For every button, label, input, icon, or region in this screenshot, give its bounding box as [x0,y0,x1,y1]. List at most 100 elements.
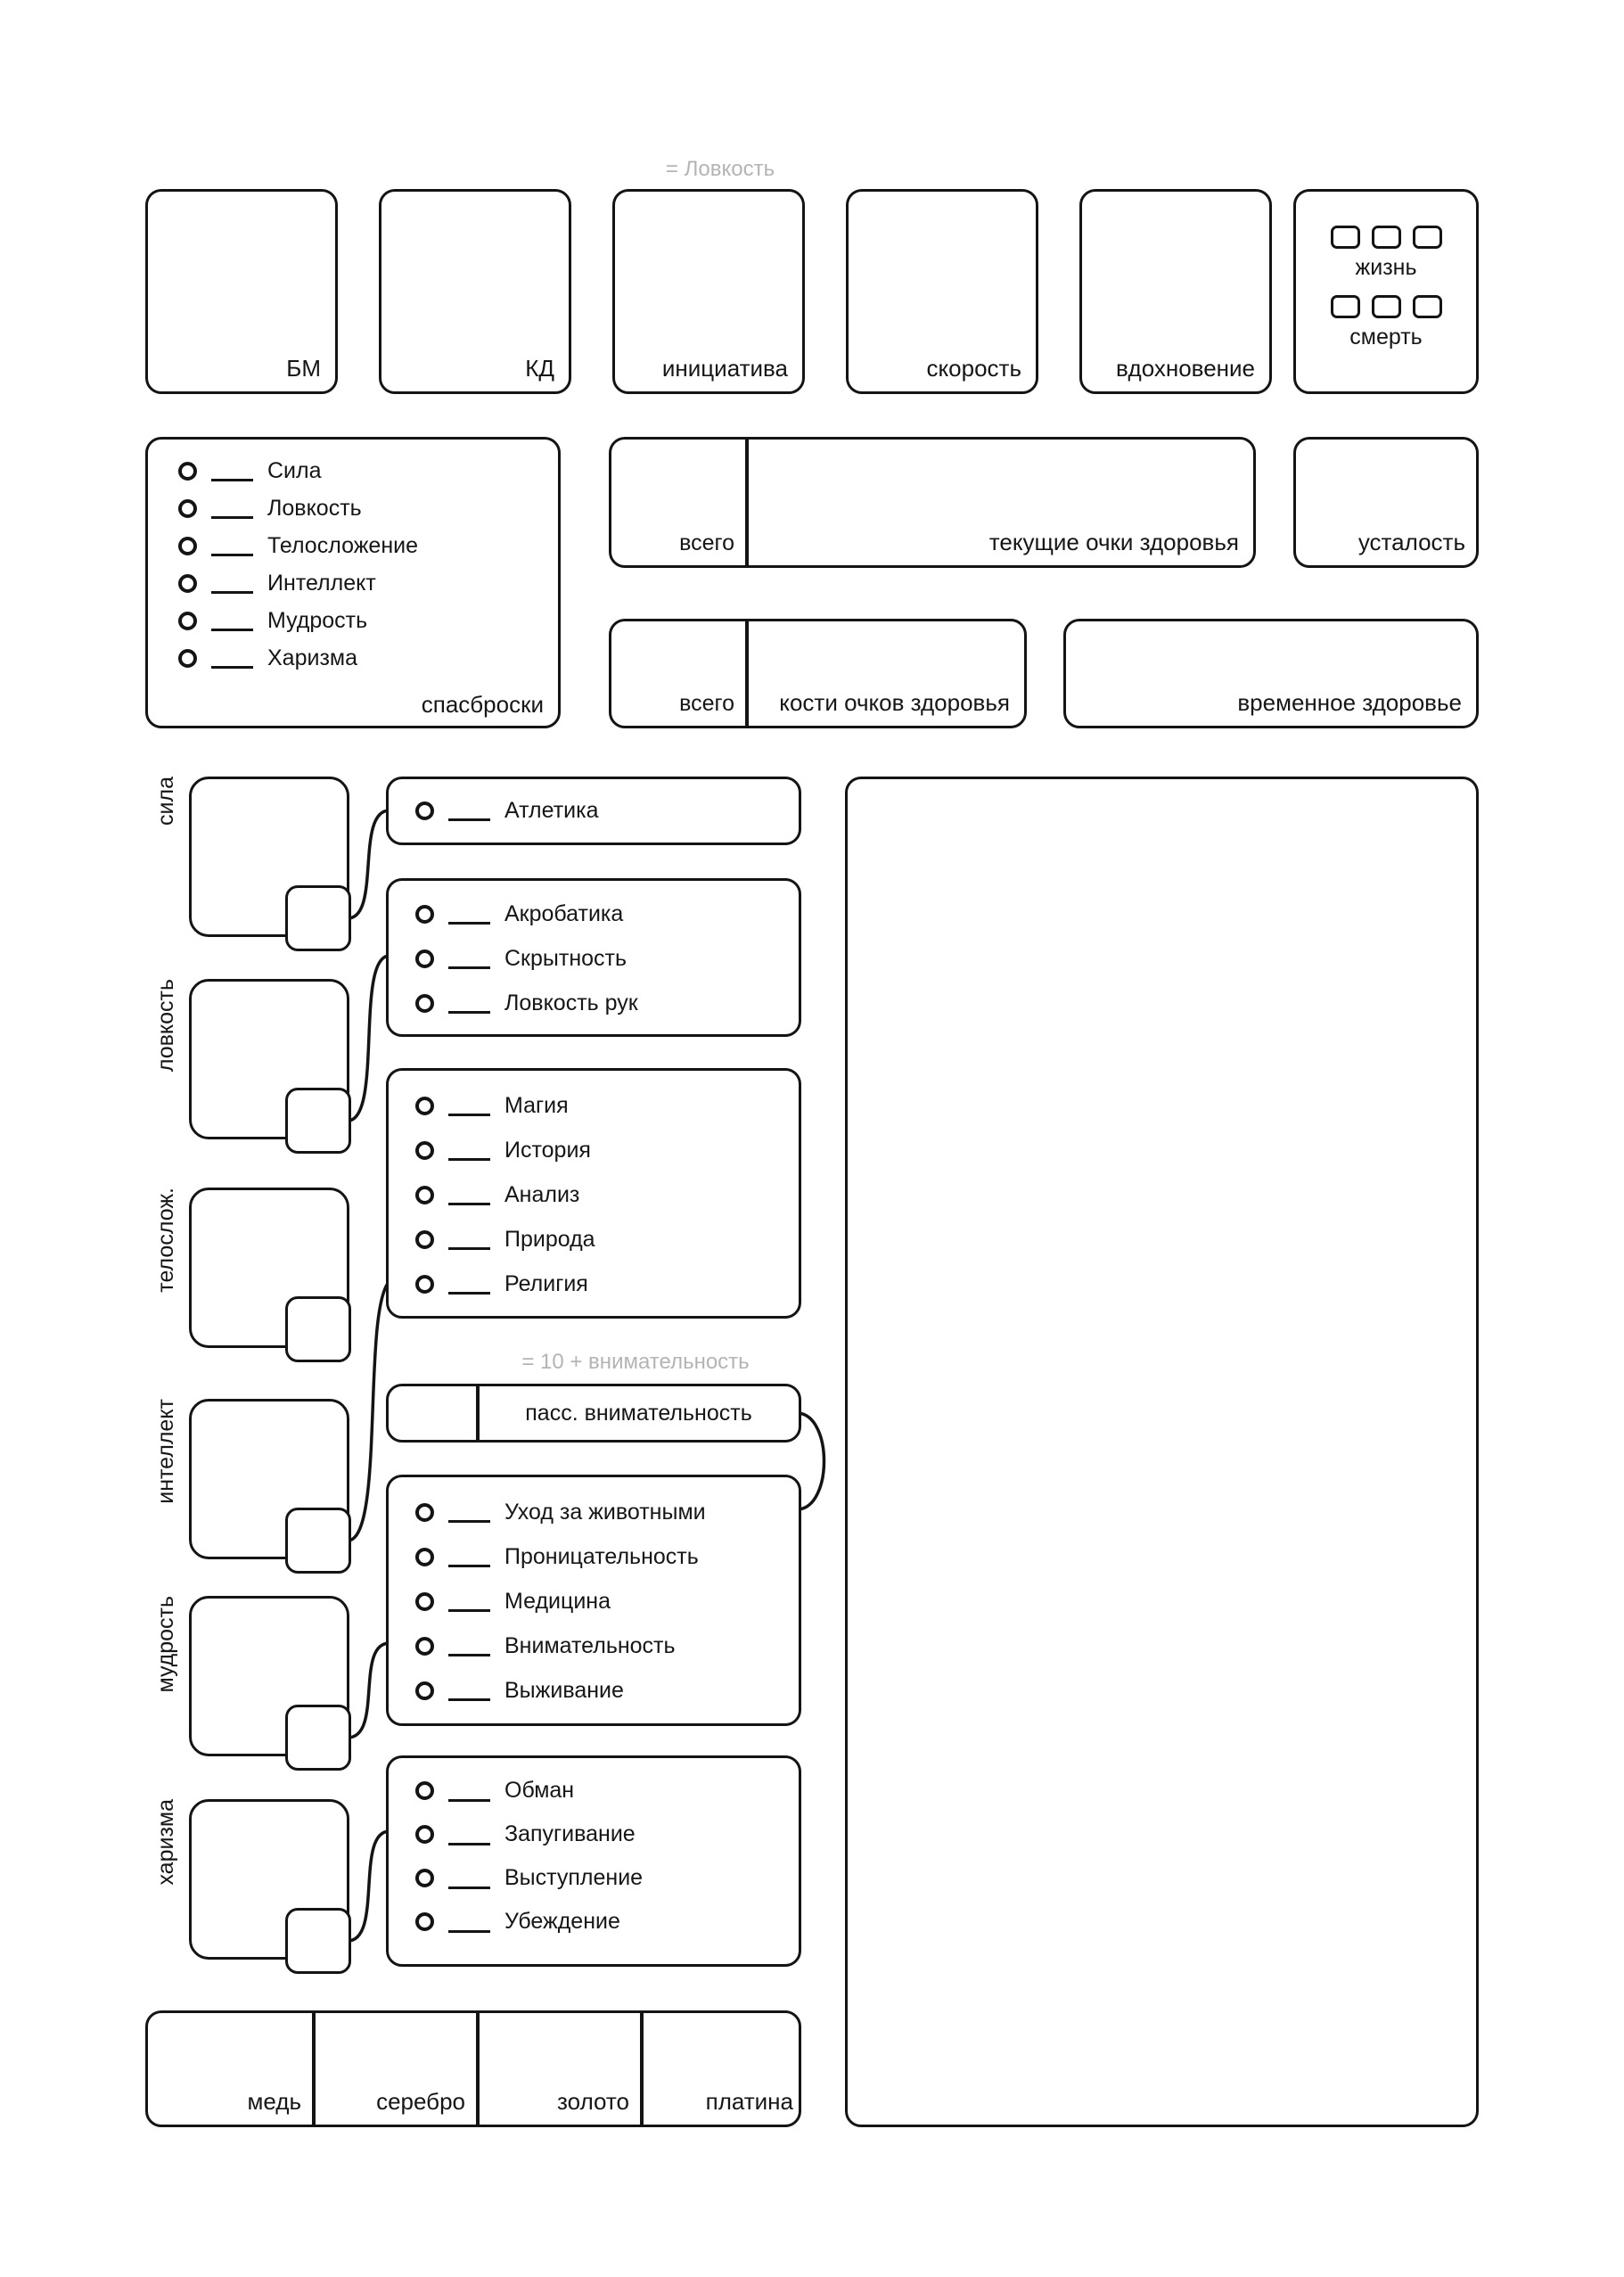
skill-label: Внимательность [504,1632,676,1658]
modifier-blank[interactable] [211,647,253,669]
proficiency-ring[interactable] [415,949,434,968]
modifier-blank[interactable] [448,1273,490,1295]
exhaustion-label: усталость [1357,529,1465,555]
inspiration-box[interactable]: вдохновение [1079,189,1272,394]
initiative-box[interactable]: инициатива [612,189,805,394]
saving-throw-row: Мудрость [148,602,558,639]
modifier-blank[interactable] [448,1184,490,1205]
proficiency-ring[interactable] [415,1825,434,1844]
proficiency-ring[interactable] [415,1781,434,1800]
wisdom-vertical-label: мудрость [153,1596,178,1693]
proficiency-ring[interactable] [415,993,434,1013]
proficiency-ring[interactable] [415,1229,434,1249]
proficiency-ring[interactable] [178,573,197,593]
proficiency-ring[interactable] [415,801,434,820]
proficiency-ring[interactable] [178,498,197,518]
saving-throws-box: Сила Ловкость Телосложение Интеллект Муд [145,437,561,728]
copper-label: медь [247,2088,301,2115]
proficiency-ring[interactable] [415,1681,434,1700]
proficiency-bonus-box[interactable]: БМ [145,189,338,394]
current-hp-box[interactable]: всего текущие очки здоровья [609,437,1256,568]
skill-label: Проницательность [504,1543,699,1569]
proficiency-ring[interactable] [178,648,197,668]
initiative-label: инициатива [661,355,788,382]
modifier-blank[interactable] [448,1501,490,1523]
death-save-checkbox[interactable] [1330,294,1360,318]
skill-label: Магия [504,1092,569,1118]
proficiency-ring[interactable] [415,1869,434,1887]
modifier-blank[interactable] [448,1680,490,1701]
death-saves-box: жизнь смерть [1293,189,1479,394]
modifier-blank[interactable] [448,1591,490,1612]
life-save-checkbox[interactable] [1371,225,1401,249]
charisma-modifier-box[interactable] [285,1908,351,1974]
connector-charisma [346,1829,391,1943]
modifier-blank[interactable] [448,1139,490,1161]
modifier-blank[interactable] [211,535,253,556]
skill-row: Магия [389,1083,799,1128]
proficiency-ring[interactable] [415,1274,434,1294]
skill-row: Акробатика [389,892,799,936]
life-save-checkbox[interactable] [1412,225,1442,249]
death-saves-label: смерть [1349,324,1423,349]
proficiency-ring[interactable] [415,904,434,924]
skill-label: Медицина [504,1588,611,1614]
wisdom-skills-box: Уход за животными Проницательность Медиц… [386,1475,801,1726]
modifier-blank[interactable] [211,497,253,519]
passive-perception-value-cell[interactable] [389,1386,476,1440]
skill-label: Запугивание [504,1821,636,1846]
modifier-blank[interactable] [448,1780,490,1802]
dexterity-modifier-box[interactable] [285,1088,351,1154]
modifier-blank[interactable] [448,800,490,821]
modifier-blank[interactable] [211,572,253,594]
saving-throws-footer-label: спасброски [421,691,544,718]
proficiency-ring[interactable] [178,461,197,481]
modifier-blank[interactable] [211,610,253,631]
strength-modifier-box[interactable] [285,885,351,951]
proficiency-ring[interactable] [415,1140,434,1160]
silver-cell[interactable]: серебро [312,2013,476,2125]
modifier-blank[interactable] [448,1546,490,1567]
armor-class-box[interactable]: КД [379,189,571,394]
modifier-blank[interactable] [448,1635,490,1656]
proficiency-ring[interactable] [415,1636,434,1656]
death-save-checkbox[interactable] [1371,294,1401,318]
wisdom-modifier-box[interactable] [285,1705,351,1771]
proficiency-ring[interactable] [415,1502,434,1522]
modifier-blank[interactable] [448,948,490,969]
modifier-blank[interactable] [448,1868,490,1889]
life-save-checkbox[interactable] [1330,225,1360,249]
platinum-cell[interactable]: платина [640,2013,804,2125]
speed-box[interactable]: скорость [846,189,1038,394]
temp-hp-box[interactable]: временное здоровье [1063,619,1479,728]
proficiency-ring[interactable] [415,1185,434,1204]
skill-label: Акробатика [504,900,624,926]
modifier-blank[interactable] [448,1229,490,1250]
proficiency-ring[interactable] [415,1096,434,1115]
dexterity-skills-box: Акробатика Скрытность Ловкость рук [386,878,801,1037]
copper-cell[interactable]: медь [148,2013,312,2125]
exhaustion-box[interactable]: усталость [1293,437,1479,568]
proficiency-bonus-label: БМ [286,355,321,382]
modifier-blank[interactable] [448,992,490,1014]
constitution-modifier-box[interactable] [285,1296,351,1362]
modifier-blank[interactable] [211,460,253,481]
hit-dice-box[interactable]: всего кости очков здоровья [609,619,1027,728]
death-save-checkbox[interactable] [1412,294,1442,318]
proficiency-ring[interactable] [415,1547,434,1566]
saving-throw-row: Сила [148,452,558,489]
modifier-blank[interactable] [448,1095,490,1116]
intelligence-modifier-box[interactable] [285,1508,351,1574]
proficiency-ring[interactable] [415,1591,434,1611]
passive-perception-hint: = 10 + внимательность [521,1350,750,1374]
proficiency-ring[interactable] [415,1912,434,1931]
proficiency-ring[interactable] [178,611,197,630]
modifier-blank[interactable] [448,1824,490,1845]
connector-strength [346,809,391,920]
proficiency-ring[interactable] [178,536,197,555]
skill-row: Запугивание [389,1813,799,1856]
modifier-blank[interactable] [448,903,490,925]
gold-cell[interactable]: золото [476,2013,640,2125]
modifier-blank[interactable] [448,1911,490,1933]
notes-area-box[interactable] [845,777,1479,2127]
